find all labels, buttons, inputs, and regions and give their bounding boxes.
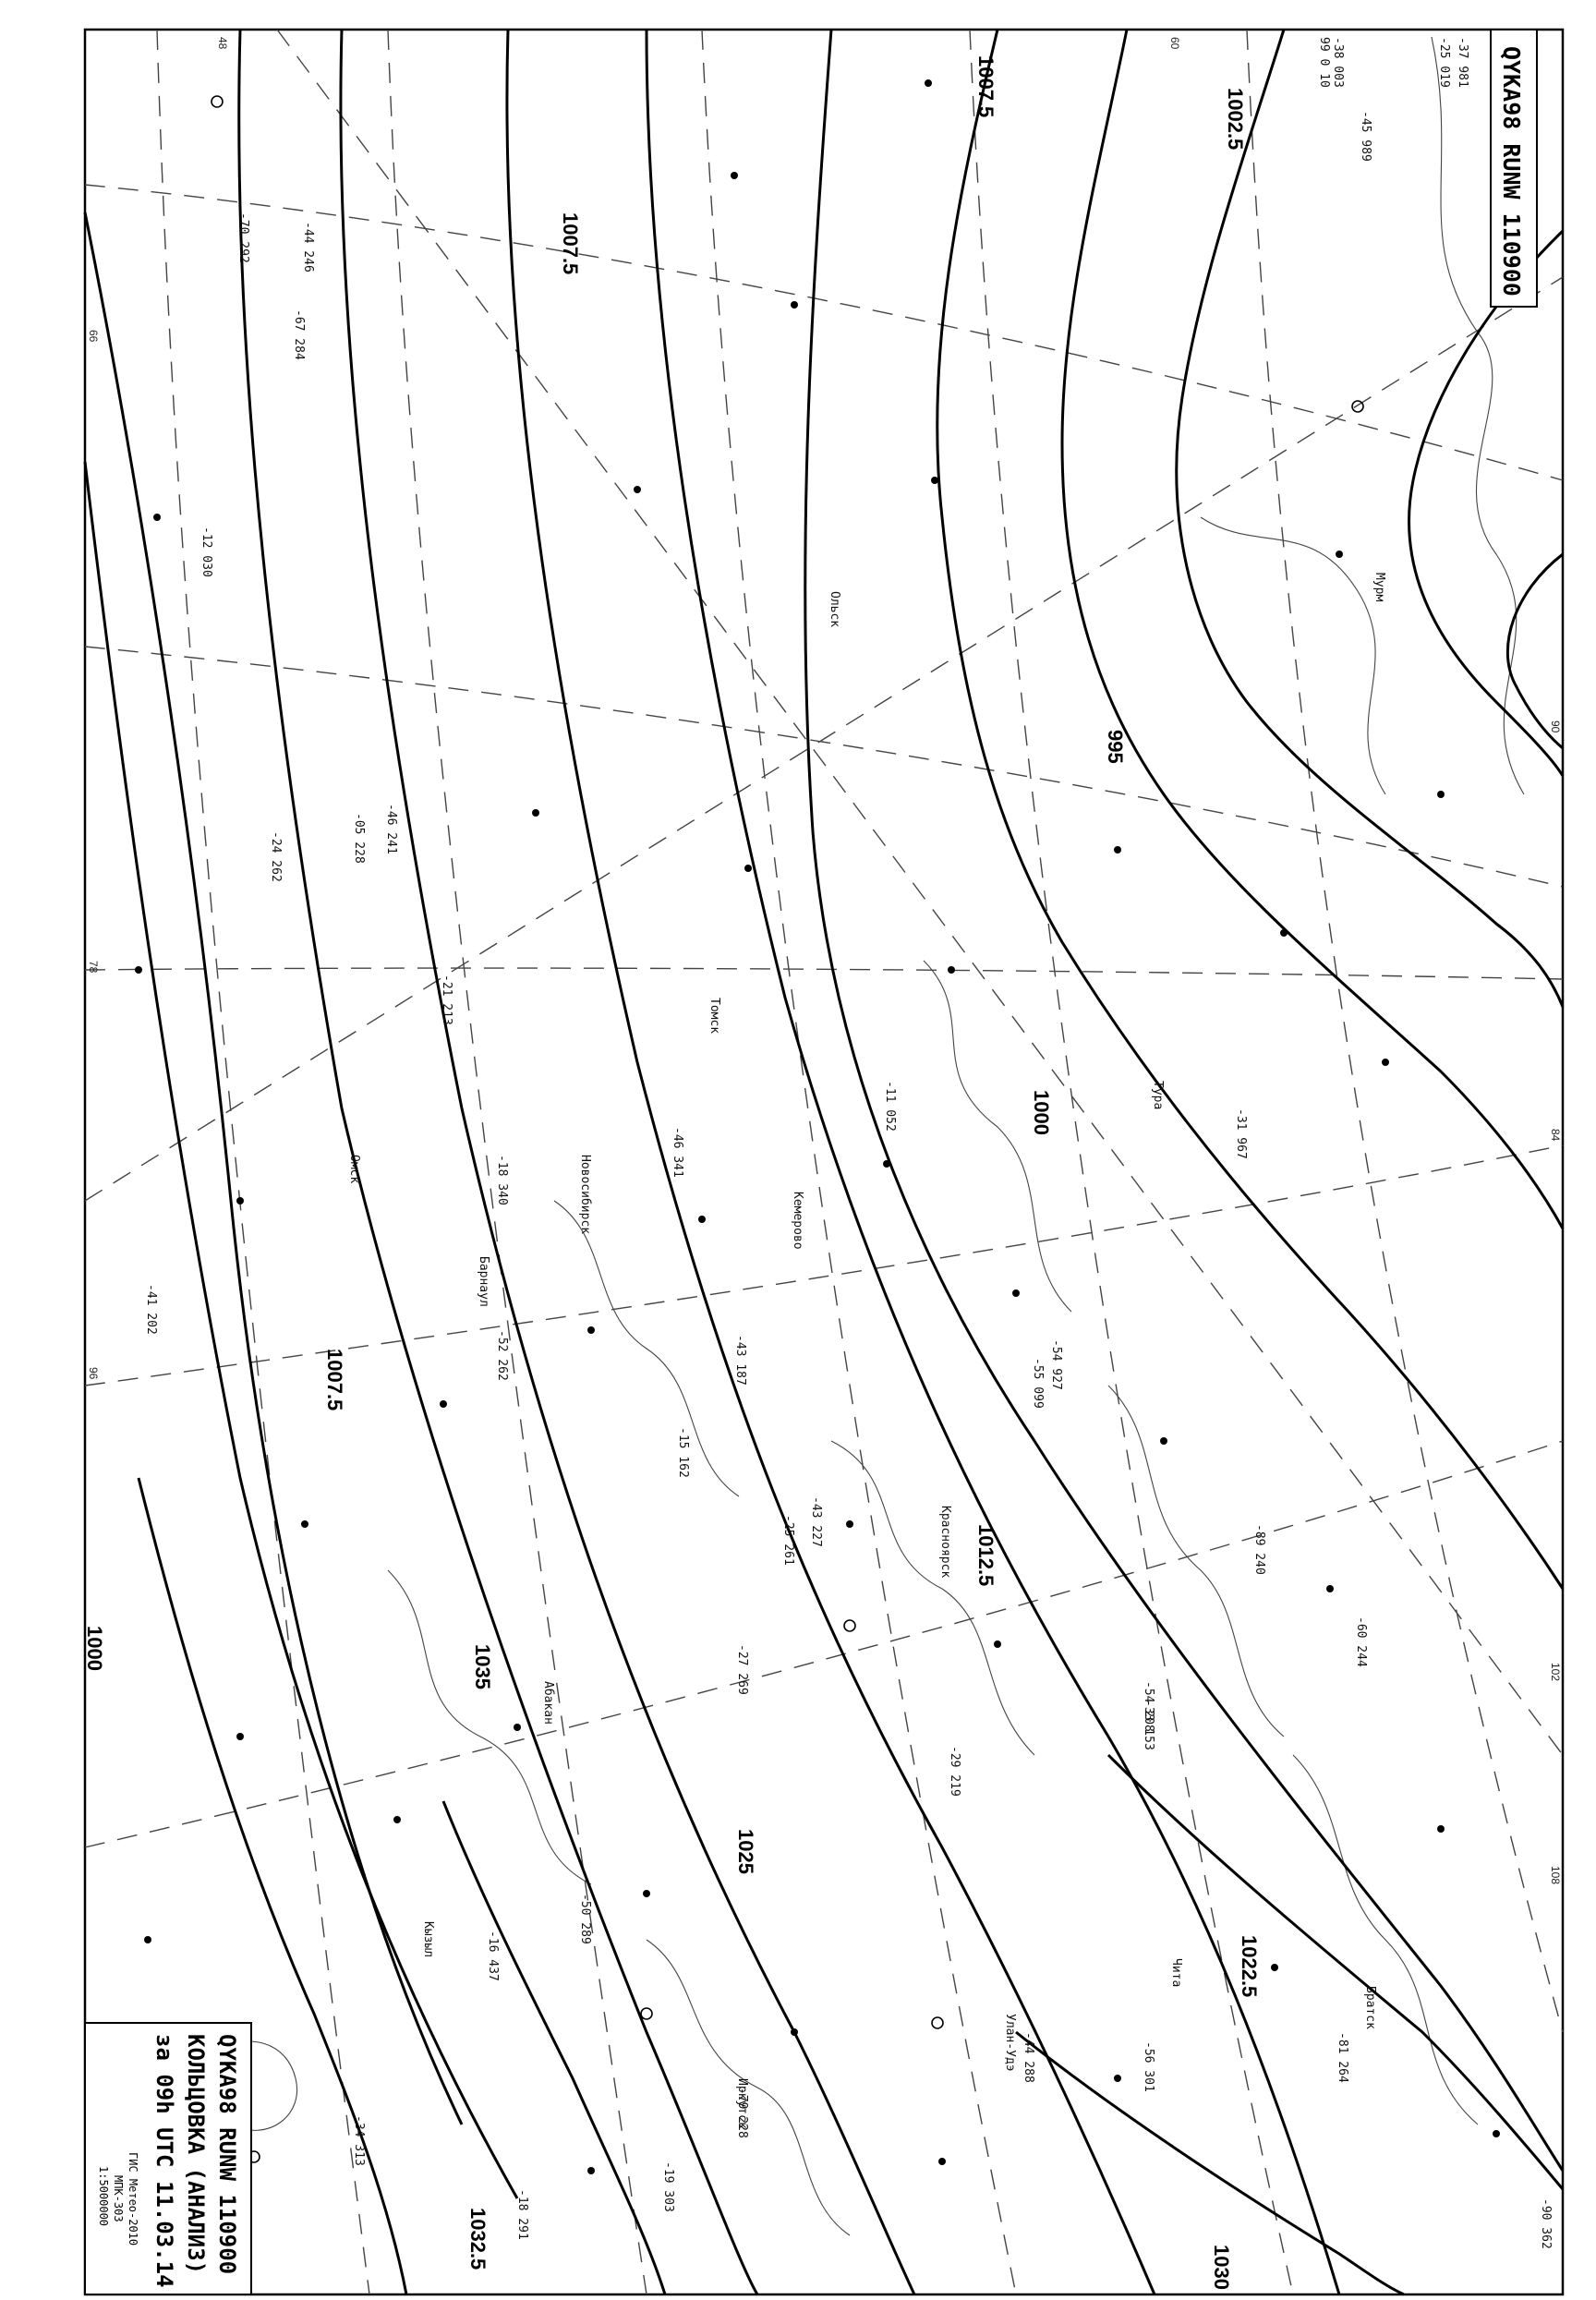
station-value: -18 291 (515, 2189, 529, 2240)
place-label: Улан-Удэ (1003, 2014, 1017, 2072)
edge-label: 102 (1549, 1663, 1562, 1681)
isobar-label: 1007.5 (323, 1349, 346, 1410)
edge-label: 96 (87, 1367, 100, 1380)
isobar-label: 1022.5 (1238, 1935, 1261, 1997)
caption-time: за 09h UTC 11.03.14 (151, 2034, 177, 2288)
isobar-label: 1007.5 (974, 55, 998, 117)
station-value: 99 0 10 (1317, 37, 1331, 88)
isobar-label: 1000 (83, 1626, 106, 1671)
isobar-label: 1030 (1210, 2245, 1233, 2290)
isobar-label: 1002.5 (1224, 88, 1247, 150)
station-value: -54 208 (1142, 1681, 1155, 1732)
station-value: -79 228 (735, 2088, 749, 2138)
station-value: -46 241 (384, 804, 398, 854)
station-value: -54 927 (1049, 1339, 1063, 1390)
station-value: -16 437 (486, 1931, 500, 1981)
station-value: -43 187 (733, 1335, 747, 1386)
header-box: QYKA98 RUNW 110900 (1490, 29, 1538, 308)
place-label: Кызыл (421, 1921, 435, 1957)
station-value: -50 289 (578, 1894, 592, 1944)
station-value: -31 967 (1234, 1108, 1248, 1159)
edge-label: 60 (1168, 37, 1181, 50)
isobar-labels: 1002.5 1007.5 1007.5 995 1000 1012.5 100… (83, 55, 1261, 2290)
place-label: Тура (1151, 1081, 1165, 1109)
station-value: -45 989 (1359, 111, 1372, 162)
station-value: -60 244 (1354, 1616, 1368, 1667)
map-frame (83, 28, 1565, 2296)
station-plots: -38 003 99 0 10 -25 019 -45 989 -37 981 … (144, 37, 1553, 2249)
station-value: -44 246 (301, 222, 315, 272)
station-value: -38 003 (1331, 37, 1345, 88)
header-code: QYKA98 RUNW 110900 (1498, 46, 1525, 297)
station-value: -67 284 (292, 309, 306, 360)
place-label: Иркутск (735, 2078, 749, 2129)
edge-label: 84 (1549, 1129, 1562, 1142)
station-value: -46 341 (671, 1127, 684, 1178)
station-value: -90 362 (1539, 2198, 1553, 2249)
isobar-label: 1025 (734, 1829, 757, 1874)
station-value: -25 261 (781, 1515, 795, 1566)
edge-label: 66 (87, 330, 100, 343)
station-value: -55 099 (1031, 1358, 1045, 1409)
station-value: -89 240 (1252, 1524, 1266, 1575)
coastlines (202, 36, 1525, 2236)
caption-credit2: МПК-303 (112, 2175, 125, 2222)
station-value: -11 052 (883, 1081, 897, 1132)
isobar-label: 1012.5 (974, 1524, 998, 1586)
station-value: -37 981 (1456, 37, 1469, 88)
station-value: -18 340 (495, 1155, 509, 1205)
caption-box: QYKA98 RUNW 110900 КОЛЬЦОВКА (АНАЛИЗ) за… (84, 2022, 252, 2295)
station-value: -44 288 (1022, 2032, 1035, 2083)
place-label: Кемерово (791, 1192, 804, 1250)
caption-code: QYKA98 RUNW 110900 (214, 2034, 240, 2274)
station-value: -27 269 (735, 1644, 749, 1695)
place-label: Новосибирск (578, 1155, 592, 1234)
isobar-label: 995 (1104, 730, 1127, 764)
place-label: Абакан (541, 1681, 555, 1725)
edge-labels: 60 84 102 66 78 96 108 90 48 (87, 37, 1562, 1884)
place-label: Ольск (828, 591, 841, 627)
station-value: -21 213 (440, 974, 453, 1025)
edge-label: 90 (1549, 720, 1562, 733)
isobar-label: 1035 (471, 1644, 494, 1689)
station-value: -15 162 (676, 1427, 690, 1478)
isobar-label: 1007.5 (559, 212, 582, 274)
edge-label: 108 (1549, 1866, 1562, 1884)
station-value: -41 202 (144, 1284, 158, 1335)
caption-credit1: ГИС Метео-2010 (127, 2152, 139, 2246)
station-value: -52 262 (495, 1330, 509, 1381)
place-label: Братск (1363, 1986, 1377, 2029)
station-value: -33 153 (1142, 1700, 1155, 1750)
station-value: -24 262 (269, 831, 283, 882)
caption-title: КОЛЬЦОВКА (АНАЛИЗ) (183, 2034, 209, 2274)
station-markers (135, 79, 1500, 2174)
station-value: -43 227 (809, 1496, 823, 1547)
edge-label: 48 (216, 37, 229, 50)
station-value: -70 292 (236, 212, 250, 263)
place-labels: Мурм Ольск Новосибирск Томск Кемерово Ом… (347, 573, 1386, 2129)
station-value: -56 301 (1142, 2041, 1155, 2092)
place-label: Омск (347, 1155, 361, 1183)
station-value: -25 019 (1437, 37, 1451, 88)
isobar-label: 1032.5 (466, 2208, 490, 2270)
caption-scale: 1:5000000 (97, 2166, 110, 2226)
place-label: Чита (1169, 1958, 1183, 1987)
place-label: Красноярск (938, 1506, 952, 1578)
place-label: Барнаул (477, 1256, 490, 1307)
place-label: Мурм (1372, 573, 1386, 601)
station-value: -12 030 (200, 527, 213, 577)
station-value: -34 313 (352, 2115, 366, 2166)
coordinate-grid (84, 29, 1564, 2295)
edge-label: 78 (87, 961, 100, 974)
station-value: -19 303 (661, 2161, 675, 2212)
isobars (83, 29, 1565, 2296)
place-label: Томск (707, 998, 721, 1034)
station-value: -81 264 (1336, 2032, 1349, 2083)
station-value: -05 228 (352, 813, 366, 864)
isobar-label: 1000 (1030, 1090, 1053, 1135)
station-value: -29 219 (948, 1746, 961, 1797)
